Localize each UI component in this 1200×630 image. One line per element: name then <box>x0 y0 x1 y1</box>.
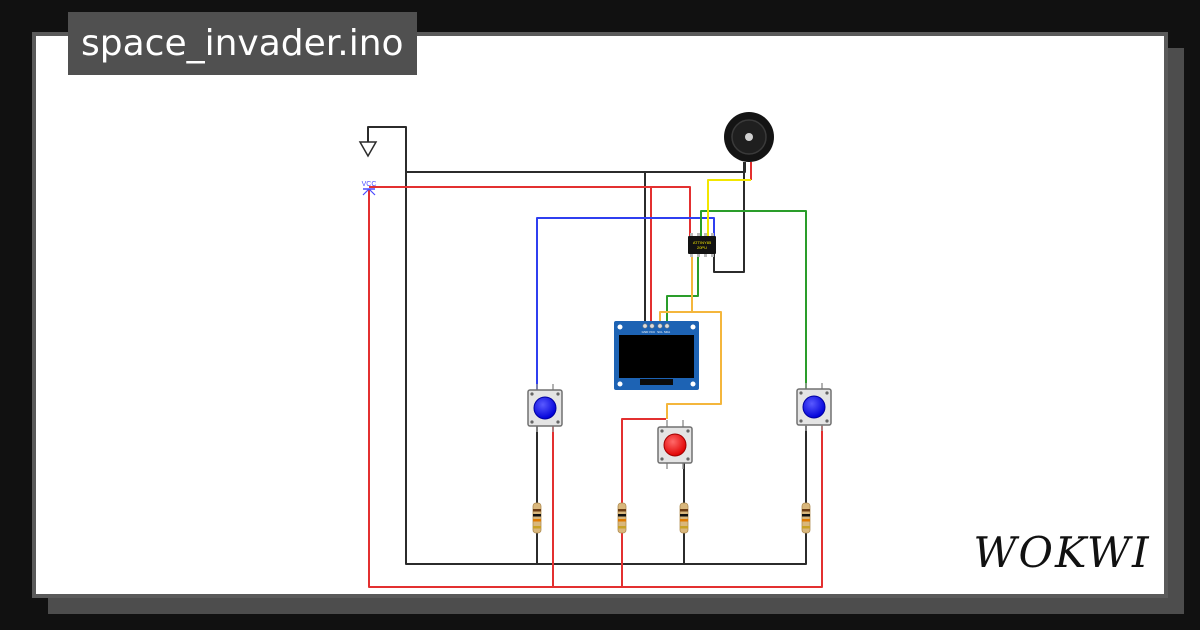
wokwi-logo-text: WOKWI <box>973 528 1150 577</box>
wire-vcc-oled <box>369 186 652 323</box>
wire-button-left-signal <box>536 217 715 390</box>
buzzer[interactable] <box>724 112 774 162</box>
ground-symbol-icon[interactable] <box>358 141 378 158</box>
wire-oled-scl <box>659 311 722 419</box>
vcc-label: VCC <box>362 181 377 188</box>
wire-button-right-signal <box>700 210 807 390</box>
wire-gnd-buzzer <box>645 162 746 173</box>
resistor-3[interactable] <box>679 502 689 534</box>
resistor-1[interactable] <box>532 502 542 534</box>
vcc-symbol[interactable]: VCC <box>362 181 377 196</box>
oled-pin-vcc: VCC <box>649 330 656 334</box>
wire-gnd-oled <box>406 171 646 323</box>
oled-pin-scl: SCL <box>657 330 663 334</box>
oled-pin-gnd: GND <box>642 330 650 334</box>
wire-gnd-mcu <box>713 162 745 273</box>
oled-pin-sda: SDA <box>664 330 670 334</box>
oled-ribbon <box>640 379 673 385</box>
pushbutton-right[interactable] <box>796 383 832 431</box>
chip-label-line1: ATTINY85 <box>693 240 712 245</box>
oled-pins: GND VCC SCL SDA <box>642 323 670 334</box>
wokwi-logo: WOKWI <box>973 528 1150 577</box>
attiny85-chip[interactable]: ATTINY85 20PU <box>688 233 716 257</box>
simulator-canvas[interactable] <box>32 32 1168 598</box>
oled-screen <box>619 335 694 378</box>
wire-vcc-mcu <box>651 186 691 236</box>
oled-display[interactable]: GND VCC SCL SDA <box>614 321 699 390</box>
wire-oled-sda <box>666 254 699 323</box>
chip-label-line2: 20PU <box>697 245 707 250</box>
wires <box>367 126 823 588</box>
wire-gnd-main <box>367 126 807 565</box>
pushbutton-left[interactable] <box>527 384 563 432</box>
project-title: space_invader.ino <box>68 12 417 75</box>
wire-vcc-main <box>368 190 823 588</box>
wire-buzzer-signal <box>707 179 751 236</box>
resistor-2[interactable] <box>617 502 627 534</box>
resistor-4[interactable] <box>801 502 811 534</box>
pushbutton-center[interactable] <box>657 420 693 469</box>
